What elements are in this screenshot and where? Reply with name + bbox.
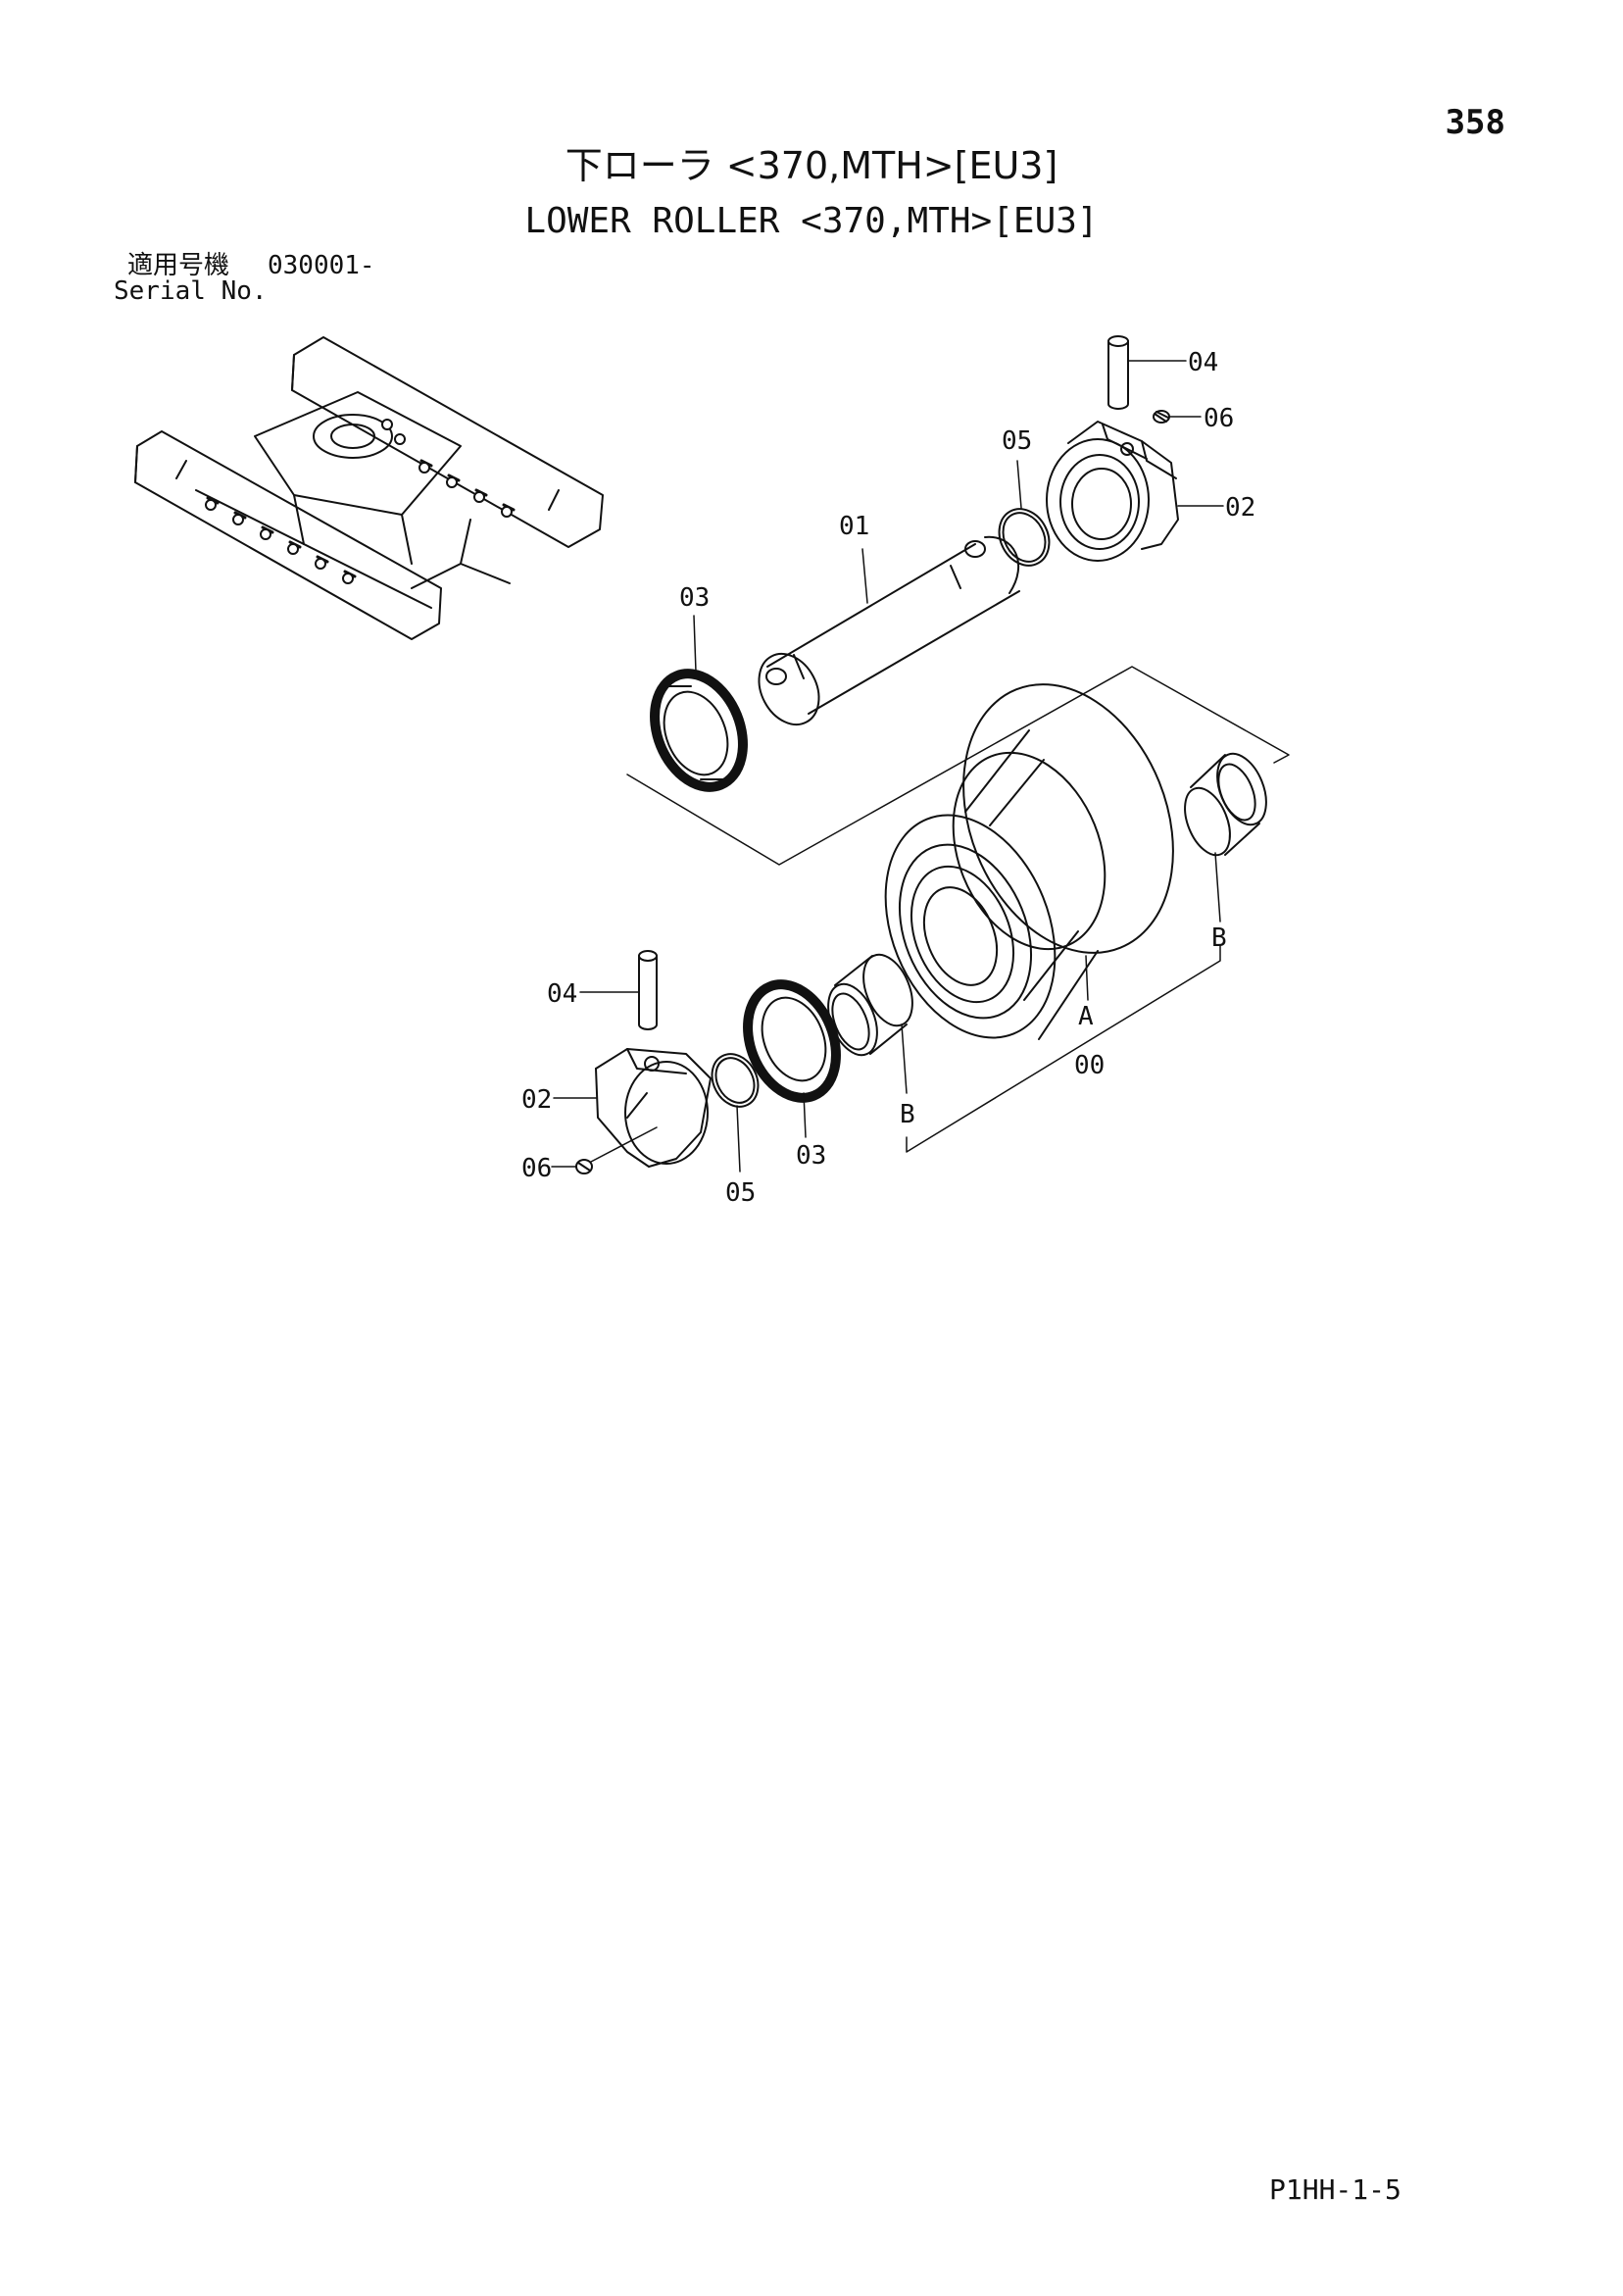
- callout-04-lower-pin: 04: [547, 979, 577, 1009]
- callout-06-lower-plug: 06: [521, 1154, 552, 1183]
- pin-lower: [579, 950, 658, 1030]
- plug-lower: [551, 1126, 658, 1174]
- o-ring-lower: [711, 1053, 760, 1173]
- bushing-right: [1184, 752, 1267, 923]
- callout-03-lower-seal: 03: [796, 1141, 826, 1171]
- shaft: [758, 535, 1020, 726]
- page-title-english: LOWER ROLLER <370,MTH>[EU3]: [524, 201, 1099, 241]
- collar-lower: [553, 1048, 712, 1168]
- collar-upper: [1046, 421, 1224, 562]
- callout-04-upper-pin: 04: [1188, 348, 1218, 377]
- callout-02-lower-collar: 02: [521, 1085, 552, 1115]
- page-number: 358: [1445, 103, 1505, 142]
- callout-a-roller: A: [1078, 1002, 1094, 1031]
- bushing-left: [827, 953, 913, 1094]
- track-frame-thumbnail: [134, 336, 604, 640]
- plug-upper: [1153, 410, 1202, 424]
- callout-b-right-bushing: B: [1211, 923, 1227, 953]
- callout-05-lower-oring: 05: [725, 1178, 756, 1208]
- lower-group-bracket: [906, 945, 1221, 1153]
- roller-body: [884, 683, 1174, 1040]
- upper-group-bracket: [626, 666, 1290, 866]
- floating-seal-upper: [650, 615, 748, 792]
- callout-01-shaft: 01: [839, 512, 869, 541]
- page-title-japanese: 下ローラ <370,MTH>[EU3]: [565, 144, 1058, 187]
- pin-upper: [1107, 335, 1187, 410]
- callout-02-upper-collar: 02: [1225, 493, 1255, 523]
- callout-05-upper-oring: 05: [1002, 426, 1032, 456]
- callout-00-assembly: 00: [1074, 1051, 1105, 1080]
- serial-label-english: Serial No.: [114, 276, 268, 306]
- callout-b-left-bushing: B: [900, 1100, 915, 1129]
- callout-06-upper-plug: 06: [1204, 404, 1234, 433]
- serial-label-japanese: 適用号機: [127, 251, 230, 280]
- o-ring-upper: [998, 460, 1051, 567]
- callout-03-upper-seal: 03: [679, 583, 710, 613]
- floating-seal-lower: [743, 979, 841, 1138]
- footer-page-code: P1HH-1-5: [1269, 2173, 1402, 2206]
- serial-number-value: 030001-: [268, 251, 375, 280]
